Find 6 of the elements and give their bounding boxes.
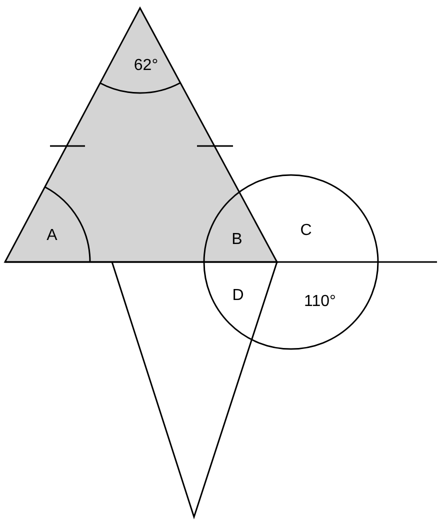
angle-label: D: [232, 287, 244, 305]
angle-label: 110°: [304, 293, 336, 311]
angle-label: A: [46, 227, 58, 245]
angle-label: 62°: [134, 57, 158, 75]
angle-label: C: [300, 222, 312, 240]
angle-label: B: [232, 231, 242, 249]
